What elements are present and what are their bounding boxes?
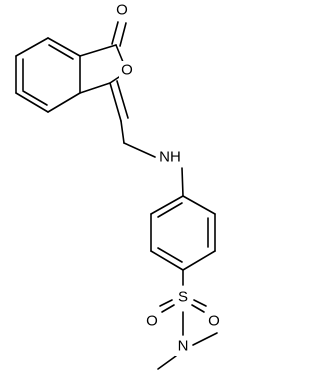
bond <box>115 44 124 63</box>
bond <box>159 299 173 307</box>
amine-nh-label: NH <box>159 149 181 166</box>
bond <box>79 82 111 94</box>
bond <box>150 250 184 271</box>
bond <box>111 21 119 45</box>
bond <box>182 250 216 271</box>
bond <box>116 80 129 119</box>
ring-oxygen-label: O <box>121 62 133 79</box>
sulfur-label: S <box>178 289 188 306</box>
bond <box>47 92 81 113</box>
bond <box>191 304 205 313</box>
bond <box>181 167 184 197</box>
bond <box>47 37 81 57</box>
carbonyl-oxygen-label: O <box>116 2 128 19</box>
bond <box>119 22 127 47</box>
bond <box>15 92 49 113</box>
bond-lines <box>15 21 218 370</box>
sulfonamide-nitrogen-label: N <box>178 338 189 355</box>
bond <box>193 299 207 307</box>
bond <box>150 195 184 215</box>
bond <box>109 82 122 122</box>
bond <box>157 247 183 263</box>
bond <box>79 44 117 57</box>
bond <box>120 120 125 144</box>
bond <box>182 195 216 215</box>
bond <box>157 202 183 218</box>
bond <box>192 332 218 346</box>
chemical-structure-diagram: O O NH S O O N <box>15 0 222 370</box>
atom-labels: O O NH S O O N <box>114 0 222 356</box>
sulfonyl-oxygen-right-label: O <box>208 313 220 330</box>
bond <box>123 142 156 158</box>
bond <box>161 304 175 313</box>
bond <box>157 355 177 370</box>
bond <box>15 37 49 57</box>
bond <box>22 90 48 106</box>
sulfonyl-oxygen-left-label: O <box>146 313 158 330</box>
bond <box>48 44 74 60</box>
